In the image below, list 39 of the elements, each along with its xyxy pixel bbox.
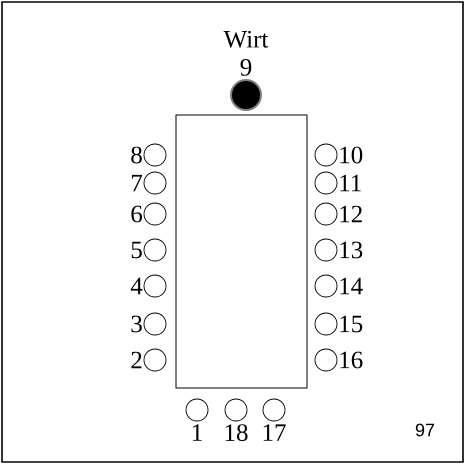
seat-number: 7: [132, 174, 142, 192]
seat-circle: [262, 398, 286, 422]
seat-circle: [314, 172, 338, 194]
seat-number: 4: [130, 278, 142, 294]
seat-number: 16: [340, 352, 362, 368]
seat-circle: [314, 202, 338, 226]
seat-circle: [144, 238, 166, 262]
seat-circle: [144, 202, 166, 226]
seat-circle: [144, 144, 166, 166]
seat-circle: [314, 144, 338, 166]
seat-number: 15: [340, 316, 362, 332]
seat-number: 18: [226, 424, 248, 442]
seat-number: 1: [192, 424, 202, 441]
seat-circle: [186, 398, 208, 422]
seat-number: 10: [340, 146, 362, 164]
seat-number: 3: [132, 316, 142, 332]
seat-number: 8: [131, 146, 142, 164]
page-number: 97: [416, 424, 434, 436]
seat-number: 6: [131, 206, 142, 222]
seat-number: Wirt: [224, 30, 268, 48]
seat-number: 17: [264, 424, 286, 441]
seat-circle: [314, 238, 338, 262]
seat-circle: [224, 398, 248, 422]
seat-number: 13: [340, 242, 362, 258]
seat-number: 11: [340, 174, 361, 192]
seat-circle: [144, 312, 166, 336]
seat-circle: [314, 274, 338, 298]
seat-circle: [144, 172, 166, 194]
seat-number: 12: [340, 206, 362, 222]
seat-circle: [314, 348, 338, 372]
seat-number: 9: [240, 59, 252, 76]
seat-number: 14: [340, 278, 363, 294]
table: [176, 114, 308, 388]
seat-circle: [314, 312, 338, 336]
seat-number: 2: [131, 352, 142, 368]
seat-circle: [144, 348, 166, 372]
seat-number: 5: [132, 242, 142, 258]
host-seat: [230, 79, 262, 111]
seat-circle: [144, 274, 166, 298]
